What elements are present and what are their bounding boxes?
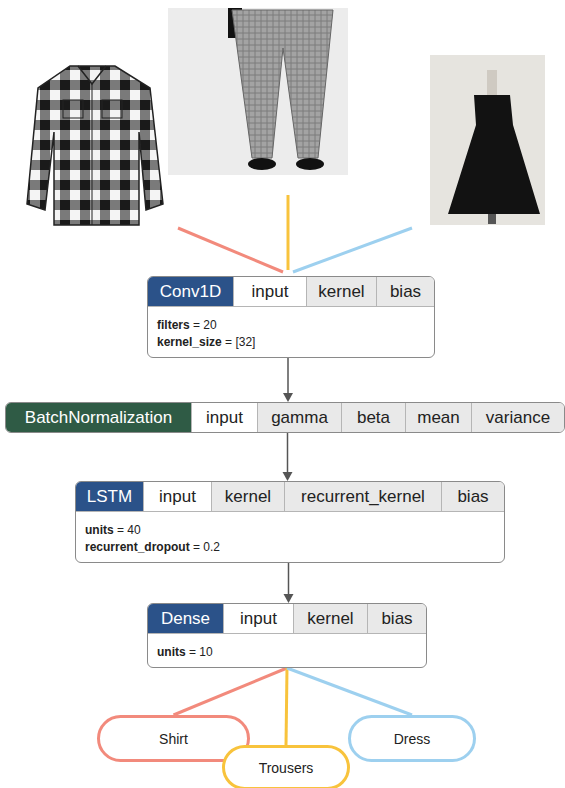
- weight-cell: bias: [376, 277, 434, 306]
- class-label: Dress: [394, 731, 431, 747]
- connector: [284, 563, 294, 603]
- param-text: kernel_size = [32]: [148, 334, 434, 351]
- trousers-photo: [168, 8, 348, 175]
- connector: [174, 668, 288, 715]
- class-label: Trousers: [259, 760, 314, 776]
- weight-cell: kernel: [293, 604, 367, 633]
- connector-line: [287, 668, 412, 715]
- layer-params: units = 10: [148, 633, 426, 667]
- arrow-head: [284, 594, 294, 603]
- connector: [283, 358, 293, 402]
- weight-cell: kernel: [306, 277, 376, 306]
- input-arrows: [178, 195, 412, 272]
- weight-cell: kernel: [211, 482, 284, 511]
- weight-cell: mean: [405, 403, 471, 432]
- layer-box: Denseinputkernelbias units = 10: [147, 603, 427, 668]
- layer-name: BatchNormalization: [6, 403, 191, 432]
- layer-box: BatchNormalizationinputgammabetameanvari…: [5, 402, 565, 433]
- weight-cell: input: [191, 403, 257, 432]
- param-text: filters = 20: [148, 317, 434, 334]
- layer-box: LSTMinputkernelrecurrent_kernelbiasunits…: [75, 481, 505, 563]
- connector-line: [286, 668, 287, 745]
- weight-cell: input: [223, 604, 293, 633]
- connector: [287, 668, 412, 715]
- weight-cell: gamma: [257, 403, 341, 432]
- connector-line: [288, 563, 290, 595]
- connector-line: [174, 668, 288, 715]
- dress-photo: [430, 55, 545, 225]
- arrow-head: [283, 472, 293, 481]
- layer-box: Conv1Dinputkernelbiasfilters = 20kernel_…: [147, 276, 435, 358]
- param-text: units = 40: [76, 522, 504, 539]
- param-text: recurrent_dropout = 0.2: [76, 539, 504, 556]
- weight-cell: beta: [341, 403, 405, 432]
- layer-header: Conv1Dinputkernelbias: [148, 277, 434, 306]
- layer-name: Conv1D: [148, 277, 233, 306]
- weight-cell: bias: [441, 482, 504, 511]
- layer-params: units = 40recurrent_dropout = 0.2: [76, 511, 504, 562]
- layer-params: filters = 20kernel_size = [32]: [148, 306, 434, 357]
- arrow-head: [283, 393, 293, 402]
- connector-line: [287, 433, 289, 473]
- layer-header: Denseinputkernelbias: [148, 604, 426, 633]
- layer-header: LSTMinputkernelrecurrent_kernelbias: [76, 482, 504, 511]
- weight-cell: input: [233, 277, 306, 306]
- param-text: units = 10: [148, 644, 426, 661]
- layer-header: BatchNormalizationinputgammabetameanvari…: [6, 403, 564, 432]
- connector: [283, 433, 293, 481]
- connector: [286, 668, 287, 745]
- weight-cell: bias: [367, 604, 426, 633]
- weight-cell: recurrent_kernel: [284, 482, 441, 511]
- layer-name: Dense: [148, 604, 223, 633]
- weight-cell: variance: [471, 403, 564, 432]
- class-oval: Dress: [348, 715, 476, 762]
- class-label: Shirt: [159, 731, 188, 747]
- layer-name: LSTM: [76, 482, 143, 511]
- connector-line: [287, 358, 289, 394]
- class-oval: Trousers: [222, 745, 350, 788]
- shirt-photo: [27, 66, 163, 225]
- weight-cell: input: [143, 482, 211, 511]
